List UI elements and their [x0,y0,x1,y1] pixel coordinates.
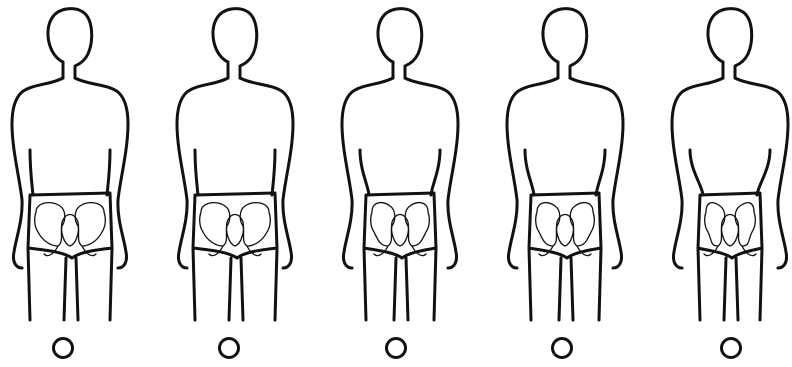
legs [529,248,601,320]
torso [672,78,788,268]
underwear [529,193,601,258]
option-radio-1[interactable] [52,337,74,359]
pelvis-bones [371,203,430,256]
head [48,9,92,78]
head [708,9,752,78]
figure-option-2 [165,0,315,367]
figure-option-5 [660,0,792,367]
figure-option-3 [330,0,480,367]
head [213,9,257,78]
pelvis-bones [536,203,595,256]
underwear [364,193,436,258]
option-radio-4[interactable] [551,337,573,359]
underwear [193,193,277,258]
option-radio-3[interactable] [385,337,407,359]
legs [28,248,112,320]
underwear [28,193,112,258]
pelvis-bones [200,203,271,256]
legs [364,248,436,320]
option-radio-5[interactable] [720,337,742,359]
torso [507,78,623,268]
option-radio-2[interactable] [218,337,240,359]
legs [698,248,762,320]
legs [193,248,277,320]
head [378,9,422,78]
figure-option-1 [0,0,150,367]
pelvis-bones [704,203,756,256]
figure-option-4 [495,0,645,367]
pelvis-bones [35,203,106,256]
head [543,9,587,78]
underwear [698,193,762,258]
torso [342,78,458,268]
